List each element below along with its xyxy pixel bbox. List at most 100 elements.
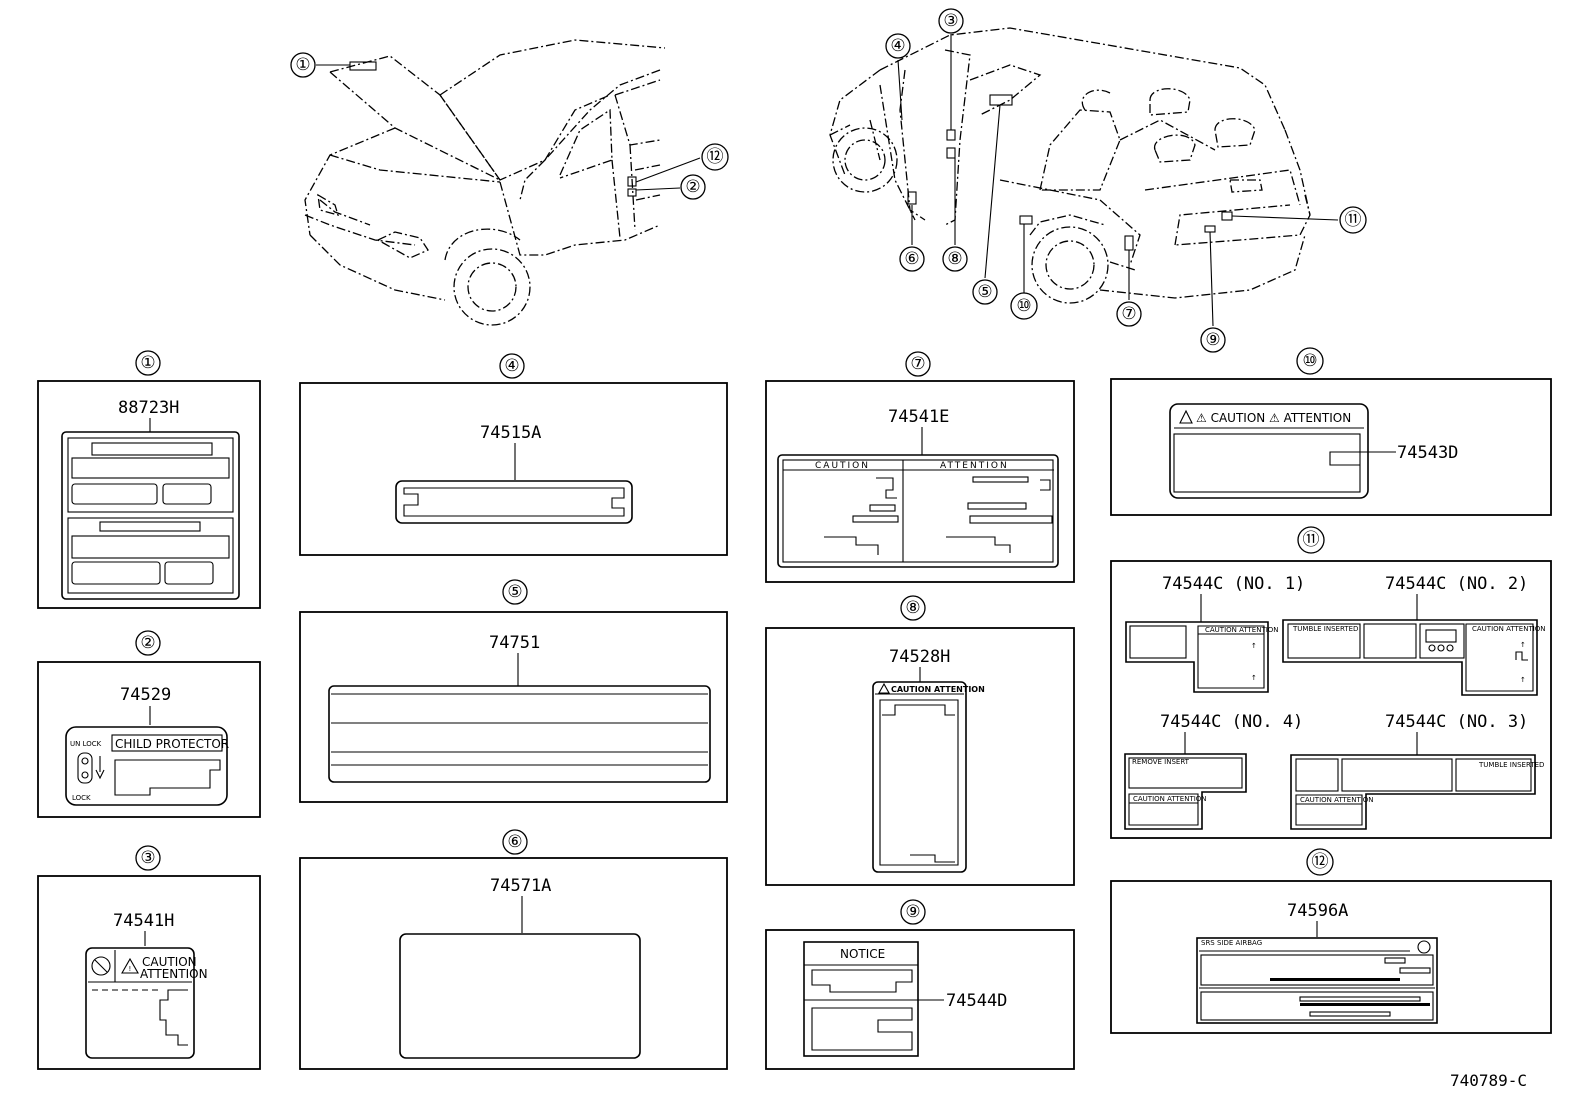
callout-12-vehicle: ⑫ <box>701 143 729 171</box>
callout-5-vehicle: ⑤ <box>972 279 998 305</box>
panel-10-frame <box>1110 378 1552 516</box>
callout-3-vehicle: ③ <box>938 8 964 34</box>
part-number-74544C-no3: 74544C (NO. 3) <box>1385 712 1528 732</box>
svg-text:②: ② <box>685 177 700 197</box>
panel-6-callout: ⑥ <box>507 832 522 852</box>
svg-text:⑫: ⑫ <box>707 147 724 167</box>
svg-text:↑: ↑ <box>1251 642 1257 650</box>
label-74515A <box>395 480 633 524</box>
label-74528H <box>872 681 967 873</box>
vehicle-callouts: ① ⑫ ② ③ ④ ⑥ ⑧ ⑤ ⑩ ⑦ ⑨ ⑪ <box>290 8 1367 353</box>
part-number-74515A: 74515A <box>480 423 541 443</box>
part-number-74541H: 74541H <box>113 911 174 931</box>
panel-8-frame <box>765 627 1075 886</box>
panel-1-callout: ① <box>140 353 155 373</box>
svg-text:⑪: ⑪ <box>1345 210 1362 230</box>
warning-triangle-icon <box>1179 409 1193 424</box>
attention-text-3: ATTENTION <box>140 967 208 981</box>
leader-lines <box>316 34 1339 327</box>
tumble-text-no3: TUMBLE INSERTED <box>1478 761 1544 769</box>
drawing-number: 740789-C <box>1450 1071 1527 1090</box>
panel-11-callout: ⑪ <box>1303 530 1320 550</box>
panel-6: ⑥ 74571A <box>299 829 728 1070</box>
svg-text:⑧: ⑧ <box>947 249 962 269</box>
panel-1-frame <box>37 380 261 609</box>
panel-3-callout: ③ <box>140 848 155 868</box>
vehicle-front-view <box>304 39 666 326</box>
panel-10: ⑩ ⚠ CAUTION ⚠ ATTENTION 74543D <box>1110 347 1552 516</box>
panel-10-callout: ⑩ <box>1302 351 1317 371</box>
part-number-74541E: 74541E <box>888 407 949 427</box>
prohibition-icon <box>91 956 111 976</box>
warning-triangle-icon <box>878 682 890 694</box>
caution-attention-text-no2: CAUTION ATTENTION <box>1472 625 1546 633</box>
label-74544D <box>803 941 919 1057</box>
panel-5-frame <box>299 611 728 803</box>
svg-text:⑦: ⑦ <box>1121 304 1136 324</box>
panel-1: ① 88723H <box>37 350 261 609</box>
panel-12: ⑫ 74596A SRS SIDE AIRBAG <box>1110 848 1552 1034</box>
panel-9-frame <box>765 929 1075 1070</box>
svg-text:↑: ↑ <box>1520 676 1526 684</box>
callout-9-vehicle: ⑨ <box>1200 327 1226 353</box>
caution-text-3: CAUTION <box>142 955 197 969</box>
tumble-text-no2: TUMBLE INSERTED <box>1292 625 1358 633</box>
part-number-74544D: 74544D <box>946 991 1007 1011</box>
label-74596A <box>1196 937 1438 1024</box>
label-74529 <box>65 726 228 806</box>
callout-10-vehicle: ⑩ <box>1010 292 1038 320</box>
panel-12-callout: ⑫ <box>1312 852 1329 872</box>
srs-side-airbag-text: SRS SIDE AIRBAG <box>1201 939 1262 947</box>
part-number-74751: 74751 <box>489 633 540 653</box>
caution-attention-text-no3: CAUTION ATTENTION <box>1300 796 1374 804</box>
callout-11-vehicle: ⑪ <box>1339 206 1367 234</box>
remove-text-no4: REMOVE INSERT <box>1132 758 1190 766</box>
label-74751 <box>328 685 711 783</box>
callout-4-vehicle: ④ <box>885 33 911 59</box>
label-74541H <box>85 947 195 1059</box>
part-number-74529: 74529 <box>120 685 171 705</box>
panel-4-frame <box>299 382 728 556</box>
label-74543D <box>1169 403 1369 499</box>
attention-text-7: ATTENTION <box>940 461 1009 471</box>
panel-4: ④ 74515A <box>299 353 728 556</box>
part-number-74544C-no4: 74544C (NO. 4) <box>1160 712 1303 732</box>
svg-text:↑: ↑ <box>1251 674 1257 682</box>
panel-8-callout: ⑧ <box>905 598 920 618</box>
svg-text:⑩: ⑩ <box>1016 296 1031 316</box>
panel-5: ⑤ 74751 <box>299 579 728 803</box>
label-74544C-no1 <box>1125 621 1269 693</box>
caution-attention-text-no1: CAUTION ATTENTION <box>1205 626 1279 634</box>
svg-text:!: ! <box>129 965 132 973</box>
label-74541E <box>777 454 1059 568</box>
notice-text: NOTICE <box>840 947 885 961</box>
label-74544C-no4 <box>1124 753 1247 830</box>
panel-3-frame <box>37 875 261 1070</box>
panel-7: ⑦ 74541E CAUTION ATTENTION <box>765 351 1075 583</box>
lock-slider-icon <box>77 752 105 784</box>
svg-text:↑: ↑ <box>1520 641 1526 649</box>
child-protector-text: CHILD PROTECTOR <box>115 737 229 751</box>
part-number-88723H: 88723H <box>118 398 179 418</box>
panel-5-callout: ⑤ <box>507 582 522 602</box>
panel-2-callout: ② <box>140 633 155 653</box>
panel-2: ② 74529 CHILD PROTECTOR UN LOCK LOCK <box>37 630 261 818</box>
lock-text: LOCK <box>72 794 91 802</box>
svg-text:①: ① <box>295 55 310 75</box>
callout-7-vehicle: ⑦ <box>1116 301 1142 327</box>
svg-text:⑨: ⑨ <box>1205 330 1220 350</box>
panel-12-frame <box>1110 880 1552 1034</box>
caution-attention-text-10: ⚠ CAUTION ⚠ ATTENTION <box>1196 411 1351 425</box>
panel-9: ⑨ NOTICE 74544D <box>765 899 1075 1070</box>
label-74571A <box>399 933 641 1059</box>
label-88723H <box>61 431 240 600</box>
panel-9-callout: ⑨ <box>905 902 920 922</box>
panel-11-frame <box>1110 560 1552 839</box>
panel-4-callout: ④ <box>504 356 519 376</box>
part-number-74543D: 74543D <box>1397 443 1458 463</box>
part-number-74596A: 74596A <box>1287 901 1348 921</box>
part-number-74544C-no1: 74544C (NO. 1) <box>1162 574 1305 594</box>
svg-text:⑤: ⑤ <box>977 282 992 302</box>
label-74544C-no3 <box>1290 754 1536 830</box>
panel-7-callout: ⑦ <box>910 354 925 374</box>
